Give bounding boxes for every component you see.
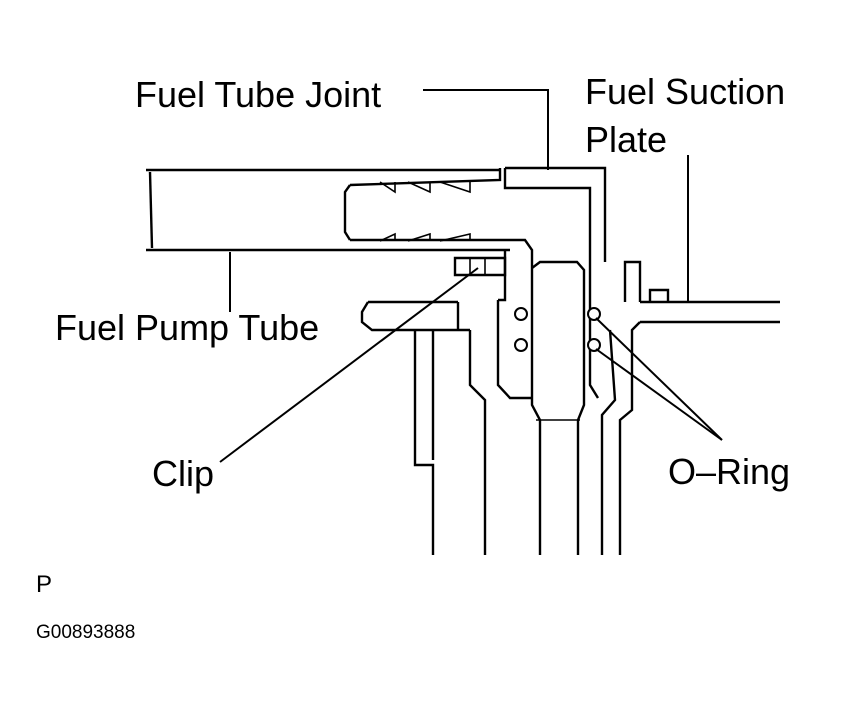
fuel-pump-tube bbox=[146, 168, 510, 252]
o-ring-left-lower bbox=[514, 338, 528, 352]
clip-label: Clip bbox=[152, 453, 214, 494]
fuel-tube-joint bbox=[343, 166, 607, 302]
footer-marker: P bbox=[36, 571, 52, 598]
o-ring-label: O–Ring bbox=[668, 451, 790, 492]
fuel-suction-plate-label-line1: Fuel Suction bbox=[585, 71, 785, 112]
o-ring-right-lower bbox=[587, 338, 601, 352]
leader-lines bbox=[219, 89, 723, 463]
figure-code: G00893888 bbox=[36, 622, 135, 643]
fuel-pump-tube-label: Fuel Pump Tube bbox=[55, 307, 319, 348]
fuel-suction-plate-label-line2: Plate bbox=[585, 119, 667, 160]
o-rings bbox=[514, 307, 601, 352]
fuel-suction-plate bbox=[360, 260, 780, 555]
o-ring-right-upper bbox=[587, 307, 601, 321]
clip bbox=[453, 256, 507, 277]
suction-pipe bbox=[530, 260, 586, 555]
fuel-tube-joint-label: Fuel Tube Joint bbox=[135, 74, 381, 115]
o-ring-left-upper bbox=[514, 307, 528, 321]
